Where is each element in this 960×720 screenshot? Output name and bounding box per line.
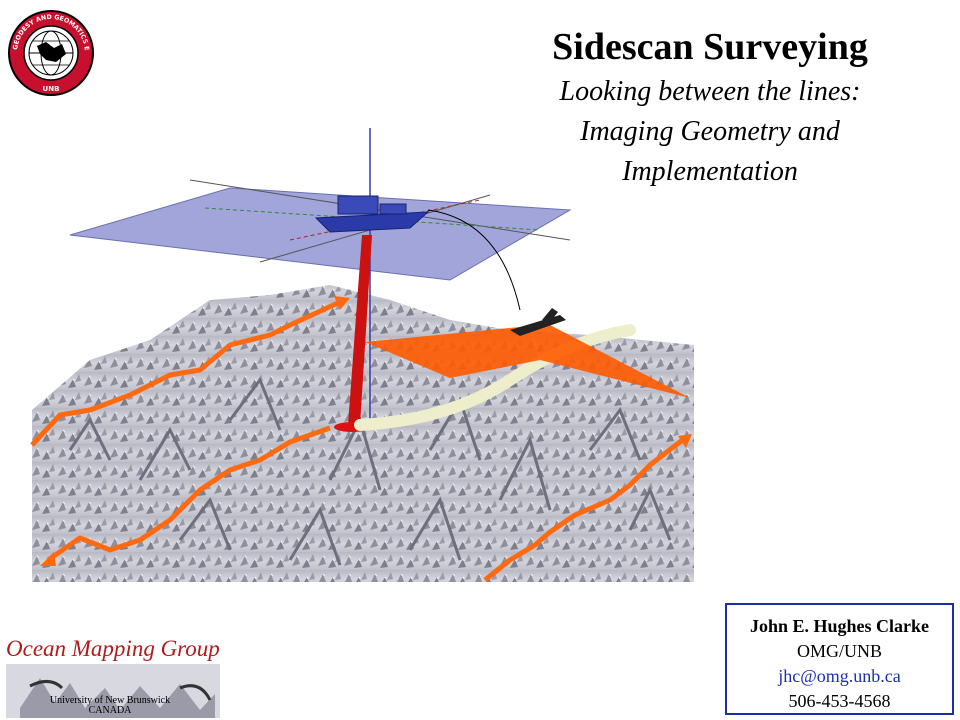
subtitle-line-2: Imaging Geometry and xyxy=(580,116,840,147)
omg-university-name: University of New Brunswick xyxy=(49,695,171,706)
contact-phone: 506-453-4568 xyxy=(788,691,891,711)
geodesy-engineering-seal: GEODESY AND GEOMATICS ENGINEERING UNB xyxy=(6,8,94,96)
omg-country: CANADA xyxy=(88,705,132,716)
slide-title: Sidescan Surveying xyxy=(552,26,868,68)
swath-track xyxy=(354,324,636,431)
towfish xyxy=(510,308,566,336)
subtitle-line-3: Implementation xyxy=(622,156,798,187)
sidescan-swath-right xyxy=(530,325,690,398)
survey-lines xyxy=(30,299,687,582)
survey-ship xyxy=(314,195,430,233)
omg-logo-background xyxy=(6,664,220,718)
contact-org: OMG/UNB xyxy=(796,641,882,661)
omg-group-name: Ocean Mapping Group xyxy=(6,636,220,661)
contact-email[interactable]: jhc@omg.unb.ca xyxy=(778,666,901,686)
contact-box: John E. Hughes Clarke OMG/UNB jhc@omg.un… xyxy=(725,603,954,715)
sidescan-survey-illustration xyxy=(30,128,694,582)
survey-arrow-head-3 xyxy=(678,434,692,448)
seal-bottom-text: UNB xyxy=(43,85,60,93)
tow-cable xyxy=(427,209,521,311)
survey-arrow-head-2 xyxy=(40,552,56,566)
acoustic-beam xyxy=(348,235,372,425)
survey-arrow-head-1 xyxy=(334,296,350,310)
title-block: Sidescan Surveying Looking between the l… xyxy=(500,22,920,192)
contact-name: John E. Hughes Clarke xyxy=(749,616,930,636)
sidescan-swath-left xyxy=(365,326,540,378)
subtitle-line-1: Looking between the lines: xyxy=(559,76,861,107)
omg-university: University of New Brunswick CANADA xyxy=(40,696,180,716)
